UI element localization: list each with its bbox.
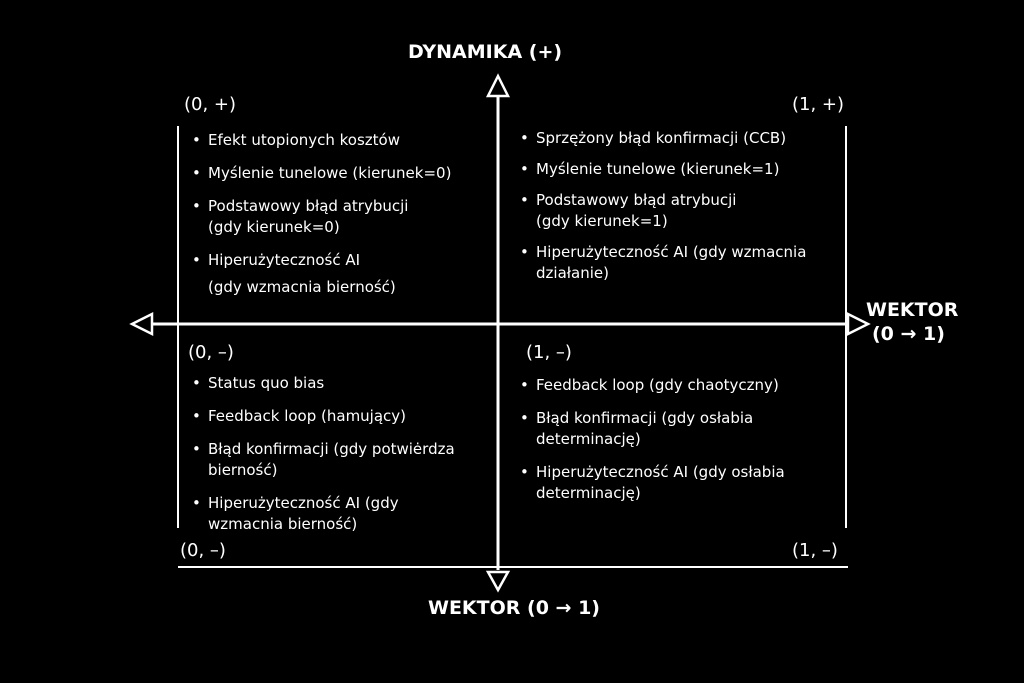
list-item-text: bierność)	[208, 461, 278, 479]
quadrant-bottom-left-list: Status quo bias Feedback loop (hamujący)…	[190, 373, 490, 547]
quadrant-top-right-list: Sprzężony błąd konfirmacji (CCB) Myśleni…	[518, 128, 844, 296]
list-item-text: działanie)	[536, 264, 609, 282]
list-item-text: Sprzężony błąd konfirmacji (CCB)	[536, 129, 787, 147]
list-item-text: Feedback loop (gdy chaotyczny)	[536, 376, 779, 394]
list-item: Podstawowy błąd atrybucji (gdy kierunek=1…	[518, 190, 844, 232]
quadrant-bottom-right-list: Feedback loop (gdy chaotyczny) Błąd konf…	[518, 375, 844, 516]
list-item-text: Hiperużyteczność AI (gdy osłabia	[536, 463, 785, 481]
list-item-text: wzmacnia bierność)	[208, 515, 358, 533]
list-item-text: Hiperużyteczność AI (gdy wzmacnia	[536, 243, 807, 261]
list-item: Status quo bias	[190, 373, 490, 394]
list-item-text: Hiperużyteczność AI	[208, 251, 361, 269]
corner-label-bottom-right: (1, –)	[792, 540, 838, 561]
list-item-text: Hiperużyteczność AI (gdy	[208, 494, 399, 512]
list-item-text: Myślenie tunelowe (kierunek=0)	[208, 164, 452, 182]
list-item-text: Podstawowy błąd atrybucji	[208, 197, 409, 215]
list-item-text: Efekt utopionych kosztów	[208, 131, 401, 149]
list-item-text: Błąd konfirmacji (gdy osłabia	[536, 409, 754, 427]
list-item: Błąd konfirmacji (gdy osłabia determinacj…	[518, 408, 844, 450]
down-arrow-icon	[485, 570, 511, 593]
axis-label-wektor-bottom: WEKTOR (0 → 1)	[428, 597, 600, 619]
list-item: Błąd konfirmacji (gdy potwiėrdza bierność…	[190, 439, 490, 481]
corner-label-bottom-left: (0, –)	[180, 540, 226, 561]
list-item-text: Błąd konfirmacji (gdy potwiėrdza	[208, 440, 455, 458]
left-arrow-icon	[129, 311, 154, 337]
list-item: Efekt utopionych kosztów	[190, 130, 490, 151]
list-item: Hiperużyteczność AI (gdy osłabia determin…	[518, 462, 844, 504]
corner-label-mid-left: (0, –)	[188, 342, 234, 363]
up-arrow-icon	[485, 73, 511, 98]
axis-label-dynamika: DYNAMIKA (+)	[408, 41, 563, 63]
list-item: Myślenie tunelowe (kierunek=1)	[518, 159, 844, 180]
list-item-text: Feedback loop (hamujący)	[208, 407, 407, 425]
list-item: Hiperużyteczność AI (gdy wzmacnia działan…	[518, 242, 844, 284]
right-arrow-icon	[846, 311, 871, 337]
corner-label-top-right: (1, +)	[792, 94, 845, 115]
list-item: Myślenie tunelowe (kierunek=0)	[190, 163, 490, 184]
list-item: Hiperużyteczność AI (gdy wzmacnia biernoś…	[190, 250, 490, 298]
list-item-text: determinację)	[536, 430, 641, 448]
quadrant-top-left-list: Efekt utopionych kosztów Myślenie tunelo…	[190, 130, 490, 310]
list-item-text: (gdy kierunek=0)	[208, 218, 340, 236]
axis-label-wektor-right-2: (0 → 1)	[872, 323, 945, 345]
list-item: Podstawowy błąd atrybucji (gdy kierunek=0…	[190, 196, 490, 238]
corner-label-top-left: (0, +)	[184, 94, 237, 115]
list-item-text: determinację)	[536, 484, 641, 502]
list-item-text: (gdy wzmacnia bierność)	[208, 278, 396, 296]
list-item: Hiperużyteczność AI (gdy wzmacnia biernoś…	[190, 493, 490, 535]
list-item-text: (gdy kierunek=1)	[536, 212, 668, 230]
axis-label-wektor-right-1: WEKTOR	[866, 299, 959, 321]
list-item: Feedback loop (hamujący)	[190, 406, 490, 427]
list-item-text: Podstawowy błąd atrybucji	[536, 191, 737, 209]
corner-label-mid-right: (1, –)	[526, 342, 572, 363]
list-item: Feedback loop (gdy chaotyczny)	[518, 375, 844, 396]
list-item-text: Myślenie tunelowe (kierunek=1)	[536, 160, 780, 178]
list-item: Sprzężony błąd konfirmacji (CCB)	[518, 128, 844, 149]
list-item-text: Status quo bias	[208, 374, 325, 392]
